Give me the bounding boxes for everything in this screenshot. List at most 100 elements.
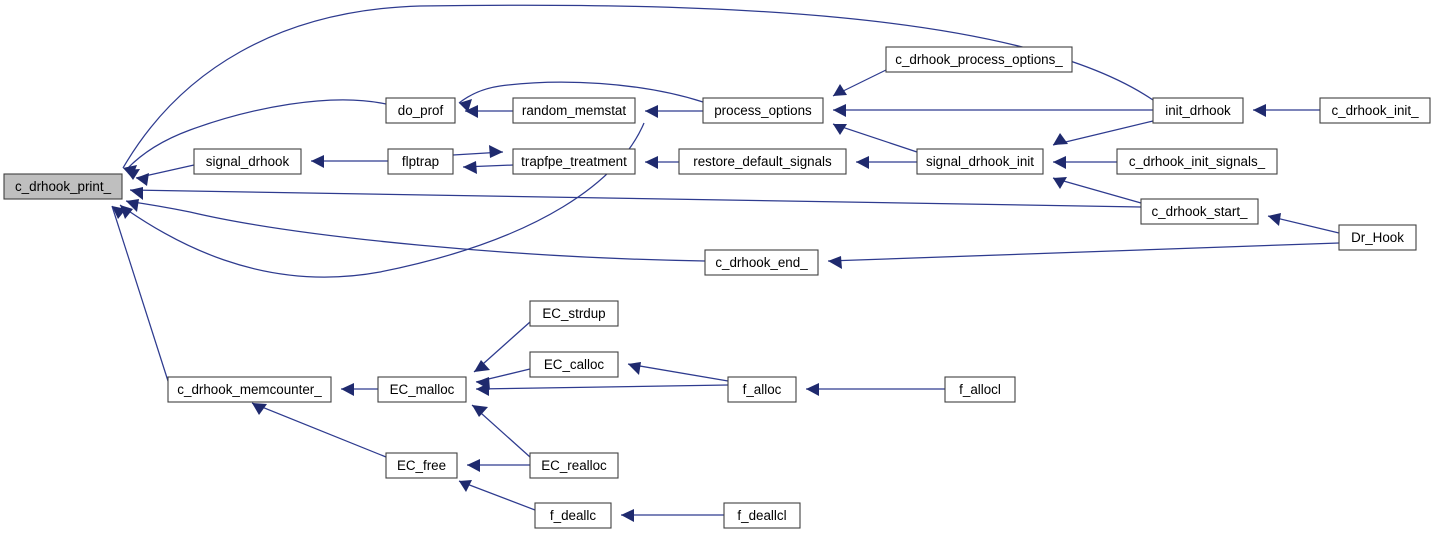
node-box[interactable] bbox=[885, 46, 1073, 73]
edge-line bbox=[119, 122, 645, 278]
arrowhead-icon bbox=[628, 362, 641, 375]
graph-node-EC_calloc[interactable]: EC_calloc bbox=[529, 351, 619, 378]
edge-signal_drhook_init-to-process_options bbox=[832, 123, 918, 153]
arrowhead-icon bbox=[474, 360, 490, 372]
edge-c_drhook_start_-to-c_drhook_print_ bbox=[129, 187, 1142, 208]
node-box[interactable] bbox=[916, 148, 1044, 175]
graph-node-c_drhook_init_[interactable]: c_drhook_init_ bbox=[1319, 97, 1431, 124]
node-label: EC_malloc bbox=[390, 382, 455, 397]
node-box[interactable] bbox=[387, 148, 454, 175]
node-box[interactable] bbox=[944, 376, 1016, 403]
graph-node-init_drhook[interactable]: init_drhook bbox=[1152, 97, 1244, 124]
graph-node-Dr_Hook[interactable]: Dr_Hook bbox=[1338, 224, 1417, 251]
edge-init_drhook-to-c_drhook_print_ bbox=[122, 4, 1154, 178]
edge-c_drhook_init_-to-init_drhook bbox=[1253, 104, 1320, 117]
node-box[interactable] bbox=[702, 97, 824, 124]
edge-init_drhook-to-signal_drhook_init bbox=[1052, 120, 1154, 146]
edge-c_drhook_process_options_-to-process_options bbox=[832, 69, 887, 97]
node-box[interactable] bbox=[534, 502, 612, 529]
graph-node-EC_malloc[interactable]: EC_malloc bbox=[377, 376, 467, 403]
graph-node-random_memstat[interactable]: random_memstat bbox=[512, 97, 636, 124]
graph-node-c_drhook_start_[interactable]: c_drhook_start_ bbox=[1140, 198, 1259, 225]
node-box[interactable] bbox=[727, 376, 797, 403]
arrowhead-icon bbox=[833, 84, 847, 96]
graph-node-EC_free[interactable]: EC_free bbox=[385, 452, 458, 479]
graph-node-c_drhook_init_signals_[interactable]: c_drhook_init_signals_ bbox=[1116, 148, 1278, 175]
node-box[interactable] bbox=[704, 249, 819, 276]
edge-f_alloc-to-EC_calloc bbox=[627, 362, 729, 382]
edge-process_options-to-do_prof bbox=[458, 81, 704, 112]
edge-EC_realloc-to-EC_malloc bbox=[471, 404, 531, 458]
graph-node-do_prof[interactable]: do_prof bbox=[385, 97, 456, 124]
arrowhead-icon bbox=[645, 156, 658, 169]
graph-node-flptrap[interactable]: flptrap bbox=[387, 148, 454, 175]
node-box[interactable] bbox=[678, 148, 847, 175]
node-box[interactable] bbox=[1152, 97, 1244, 124]
node-box[interactable] bbox=[1319, 97, 1431, 124]
node-box[interactable] bbox=[512, 97, 636, 124]
node-box[interactable] bbox=[1140, 198, 1259, 225]
arrowhead-icon bbox=[123, 165, 137, 178]
node-box[interactable] bbox=[529, 351, 619, 378]
node-label: c_drhook_memcounter_ bbox=[177, 382, 322, 397]
graph-node-c_drhook_memcounter_[interactable]: c_drhook_memcounter_ bbox=[167, 376, 332, 403]
edge-line bbox=[827, 242, 1340, 262]
node-label: f_deallcl bbox=[737, 508, 786, 523]
graph-node-EC_realloc[interactable]: EC_realloc bbox=[529, 452, 619, 479]
arrowhead-icon bbox=[1268, 213, 1281, 226]
arrowhead-icon bbox=[465, 105, 478, 118]
node-box[interactable] bbox=[167, 376, 332, 403]
graph-node-process_options[interactable]: process_options bbox=[702, 97, 824, 124]
arrowhead-icon bbox=[1253, 104, 1266, 117]
edge-f_deallc-to-EC_free bbox=[458, 480, 536, 511]
node-label: c_drhook_init_ bbox=[1331, 103, 1419, 118]
graph-node-c_drhook_end_[interactable]: c_drhook_end_ bbox=[704, 249, 819, 276]
arrowhead-icon bbox=[459, 480, 472, 492]
node-label: EC_free bbox=[397, 458, 446, 473]
arrowhead-icon bbox=[856, 156, 869, 169]
node-box[interactable] bbox=[1338, 224, 1417, 251]
edge-random_memstat-to-do_prof bbox=[465, 105, 513, 118]
node-label: c_drhook_start_ bbox=[1151, 204, 1248, 219]
edge-Dr_Hook-to-c_drhook_end_ bbox=[827, 242, 1340, 269]
edge-line bbox=[458, 480, 536, 511]
graph-node-signal_drhook_init[interactable]: signal_drhook_init bbox=[916, 148, 1044, 175]
arrowhead-icon bbox=[467, 459, 480, 472]
graph-node-signal_drhook[interactable]: signal_drhook bbox=[193, 148, 302, 175]
node-box[interactable] bbox=[529, 300, 619, 327]
node-box[interactable] bbox=[512, 148, 636, 175]
node-box[interactable] bbox=[377, 376, 467, 403]
edge-c_drhook_memcounter_-to-c_drhook_print_ bbox=[111, 205, 169, 382]
graph-node-EC_strdup[interactable]: EC_strdup bbox=[529, 300, 619, 327]
node-label: f_deallc bbox=[550, 508, 596, 523]
arrowhead-icon bbox=[341, 383, 354, 396]
graph-node-trapfpe_treatment[interactable]: trapfpe_treatment bbox=[512, 148, 636, 175]
graph-node-c_drhook_print_[interactable]: c_drhook_print_ bbox=[3, 173, 123, 200]
graph-node-f_allocl[interactable]: f_allocl bbox=[944, 376, 1016, 403]
graph-node-c_drhook_process_options_[interactable]: c_drhook_process_options_ bbox=[885, 46, 1073, 73]
node-box[interactable] bbox=[385, 452, 458, 479]
node-label: c_drhook_print_ bbox=[15, 179, 112, 194]
edge-signal_drhook_init-to-restore_default_signals bbox=[856, 156, 917, 169]
arrowhead-icon bbox=[459, 99, 472, 112]
graph-node-f_alloc[interactable]: f_alloc bbox=[727, 376, 797, 403]
edge-line bbox=[627, 363, 729, 382]
edges-layer bbox=[111, 4, 1340, 522]
graph-node-restore_default_signals[interactable]: restore_default_signals bbox=[678, 148, 847, 175]
node-label: EC_realloc bbox=[541, 458, 607, 473]
node-label: init_drhook bbox=[1165, 103, 1231, 118]
edge-trapfpe_treatment-to-flptrap bbox=[462, 161, 514, 174]
node-label: EC_strdup bbox=[542, 306, 605, 321]
node-box[interactable] bbox=[193, 148, 302, 175]
node-box[interactable] bbox=[529, 452, 619, 479]
node-label: Dr_Hook bbox=[1351, 230, 1404, 245]
graph-node-f_deallc[interactable]: f_deallc bbox=[534, 502, 612, 529]
node-box[interactable] bbox=[385, 97, 456, 124]
node-box[interactable] bbox=[1116, 148, 1278, 175]
edge-EC_free-to-c_drhook_memcounter_ bbox=[251, 402, 387, 458]
edge-EC_malloc-to-c_drhook_memcounter_ bbox=[341, 383, 378, 396]
graph-node-f_deallcl[interactable]: f_deallcl bbox=[723, 502, 801, 529]
node-box[interactable] bbox=[723, 502, 801, 529]
arrowhead-icon bbox=[1053, 177, 1067, 189]
node-box[interactable] bbox=[3, 173, 123, 200]
